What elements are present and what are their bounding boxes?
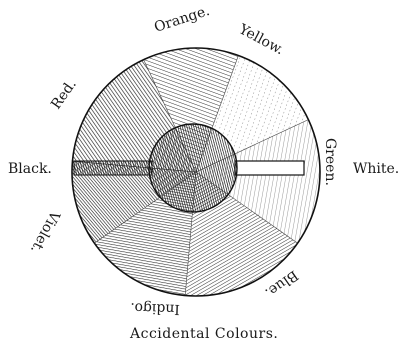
colour-wheel xyxy=(72,48,320,296)
white-band xyxy=(235,161,304,175)
label-violet: Violet. xyxy=(27,207,63,256)
figure-caption: Accidental Colours. xyxy=(129,326,278,342)
label-black: Black. xyxy=(8,161,52,177)
label-white: White. xyxy=(353,161,399,177)
black-band xyxy=(74,161,152,175)
label-green: Green. xyxy=(322,138,338,186)
center-hub xyxy=(149,124,237,212)
label-orange: Orange. xyxy=(152,3,211,36)
label-yellow: Yellow. xyxy=(235,21,286,58)
label-indigo: Indigo. xyxy=(130,299,180,317)
label-red: Red. xyxy=(48,77,80,113)
